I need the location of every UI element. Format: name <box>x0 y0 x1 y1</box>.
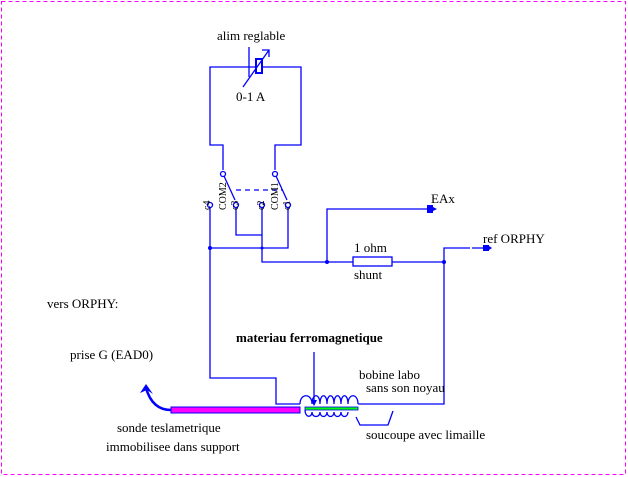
return-wire <box>358 262 445 405</box>
ref-wire <box>443 247 483 262</box>
supply-cell <box>255 58 263 74</box>
eax-wire <box>326 208 427 262</box>
node <box>208 246 212 250</box>
c3-label: c3 <box>230 200 241 210</box>
supply-range-label: 0-1 A <box>236 89 266 104</box>
switch-blades <box>223 175 288 201</box>
node <box>260 246 264 250</box>
output-arrow <box>144 387 172 412</box>
supply-label: alim reglable <box>217 28 286 43</box>
ref-label: ref ORPHY <box>483 231 545 246</box>
probe-label-2: immobilisee dans support <box>106 439 240 454</box>
wires <box>209 208 444 405</box>
coil-label-1: bobine labo <box>359 367 421 382</box>
com1-label: COM1 <box>270 182 281 210</box>
vers-orphy-label: vers ORPHY: <box>47 296 119 311</box>
com2-contact <box>219 170 227 178</box>
node <box>442 260 446 264</box>
prise-label: prise G (EAD0) <box>70 347 154 362</box>
eax-label: EAx <box>431 191 455 206</box>
c1-contact <box>284 201 292 209</box>
material-bar <box>304 406 359 411</box>
c4-contact <box>206 201 214 209</box>
node <box>325 260 329 264</box>
coil-label-2: sans son noyau <box>366 380 445 395</box>
dish <box>355 410 394 426</box>
shunt-resistor <box>352 256 393 267</box>
eax-terminal-icon <box>427 205 437 213</box>
c2-label: c2 <box>256 200 267 210</box>
probe-label-1: sonde teslametrique <box>117 420 221 435</box>
ref-terminal-icon <box>483 245 492 251</box>
c3-contact <box>232 201 240 209</box>
supply-loop-wire <box>209 66 302 170</box>
arrow-head-icon <box>140 384 153 394</box>
dish-label: soucoupe avec limaille <box>366 427 486 442</box>
c1-label: c1 <box>282 200 293 210</box>
c2-contact <box>258 201 266 209</box>
com2-label: COM2 <box>218 182 229 210</box>
pointer-head <box>311 400 317 406</box>
coil <box>299 395 359 418</box>
com1-contact <box>271 170 279 178</box>
adjustable-arrow-icon <box>242 49 270 88</box>
probe-bar <box>170 406 301 414</box>
c4-label: c4 <box>202 200 213 210</box>
resistor-value-label: 1 ohm <box>354 240 387 255</box>
material-label: materiau ferromagnetique <box>236 330 383 345</box>
shunt-label: shunt <box>354 267 383 282</box>
